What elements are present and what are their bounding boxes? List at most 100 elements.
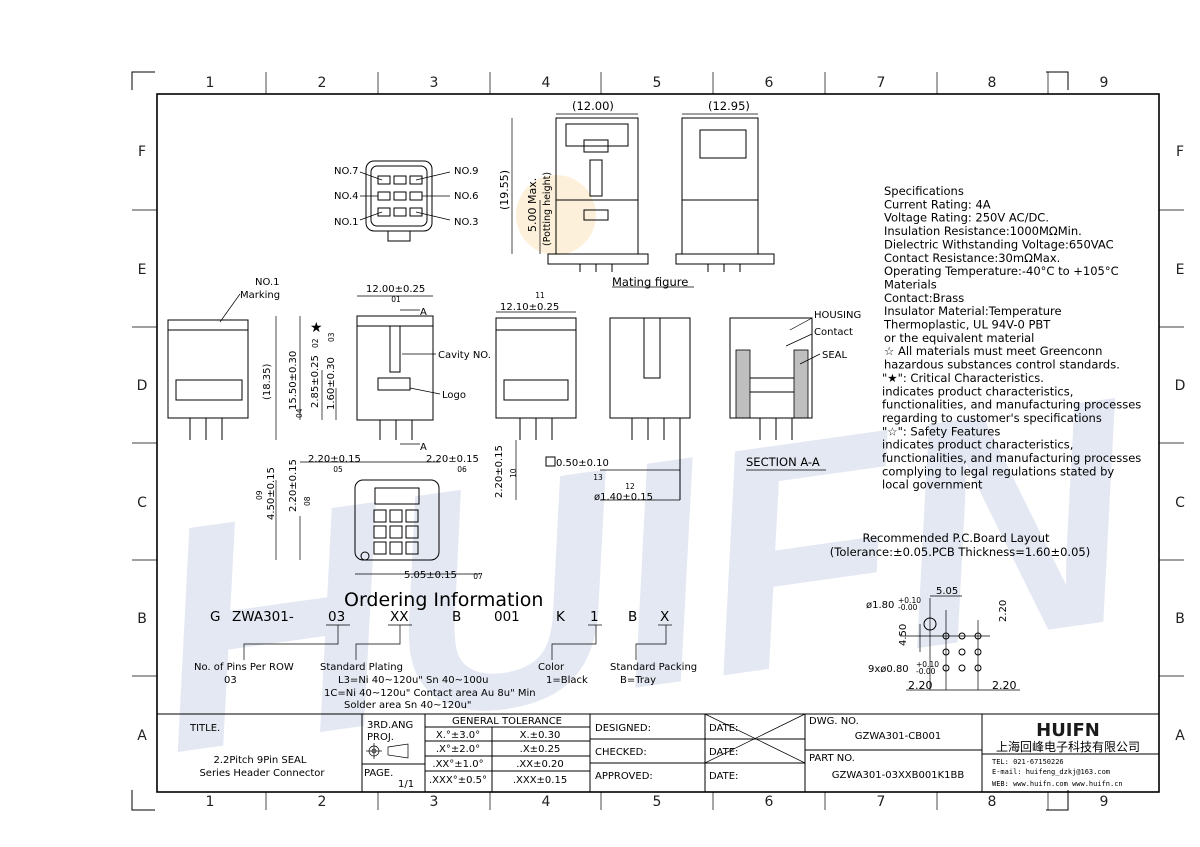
grid-ticks — [132, 72, 1184, 810]
spec-line: regarding to customer's specifications — [882, 411, 1102, 425]
pcb-tol: -0.00 — [898, 603, 918, 612]
pcb-dim-220-right: 2.20 — [998, 600, 1009, 622]
dim-ref: 01 — [391, 295, 401, 304]
pin-face-view — [359, 160, 451, 242]
spec-line: Current Rating: 4A — [884, 197, 991, 211]
pcb-title: Recommended P.C.Board Layout — [862, 531, 1050, 545]
mating-width-side: (12.95) — [708, 99, 750, 113]
pcb-dim-450: 4.50 — [898, 624, 909, 646]
dim-ref: 04 — [295, 408, 304, 418]
date-label: DATE: — [709, 771, 738, 782]
mating-potting-note: (Potting height) — [542, 172, 553, 246]
col-label: 9 — [1100, 75, 1109, 91]
spec-line: Voltage Rating: 250V AC/DC. — [884, 211, 1049, 225]
code-part: 001 — [494, 609, 520, 625]
bottom-view — [275, 440, 517, 575]
dim-ref: 09 — [255, 490, 264, 500]
pcb-tol: -0.00 — [916, 667, 936, 676]
spec-line: Insulation Resistance:1000MΩMin. — [884, 224, 1082, 238]
spec-line: Materials — [884, 277, 937, 291]
row-label: A — [1175, 728, 1185, 744]
dim-ref: 12 — [625, 482, 635, 491]
row-label: F — [138, 144, 146, 160]
color-value: 1=Black — [546, 675, 588, 686]
section-letter-top: A — [420, 307, 427, 318]
row-label: A — [137, 728, 147, 744]
pcb-dim-505: 5.05 — [936, 586, 958, 597]
pcb-dim-220-bl: 2.20 — [908, 679, 933, 692]
spec-line: "★": Critical Characteristics. — [882, 371, 1044, 385]
tol-cell: .X°±2.0° — [436, 744, 480, 755]
logo-label: Logo — [442, 390, 466, 401]
mating-figure-label: Mating figure — [612, 275, 688, 289]
pin-label-1: NO.1 — [334, 217, 359, 228]
tol-cell: X.°±3.0° — [436, 730, 480, 741]
col-label: 2 — [318, 75, 327, 91]
spec-line: Insulator Material:Temperature — [884, 304, 1062, 318]
dim-ref: 13 — [593, 473, 603, 482]
dim-ref: 11 — [535, 291, 545, 300]
dim-15-50: 15.50±0.30 — [288, 351, 299, 410]
pcb-tol: +0.10 — [898, 596, 921, 605]
spec-line: "☆": Safety Features — [882, 424, 1000, 438]
checked-label: CHECKED: — [595, 747, 647, 758]
spec-line: functionalities, and manufacturing proce… — [882, 451, 1141, 465]
tol-cell: .XX±0.20 — [516, 759, 564, 770]
col-label: 2 — [318, 794, 327, 810]
company-web: WEB: www.huifn.com www.huifn.cn — [992, 780, 1123, 788]
row-labels-right: F E D C B A — [1175, 144, 1186, 744]
pcb-tolerance: (Tolerance:±0.05.PCB Thickness=1.60±0.05… — [830, 545, 1090, 559]
col-label: 8 — [988, 75, 997, 91]
section-letter-bottom: A — [420, 442, 427, 453]
contact-label: Contact — [814, 327, 853, 338]
dim-2-85: 2.85±0.25 — [310, 355, 321, 408]
cavity-label: Cavity NO. — [438, 350, 491, 361]
code-part: XX — [390, 609, 409, 625]
pins-value: 03 — [224, 675, 237, 686]
col-label: 1 — [206, 75, 215, 91]
plating-l3: L3=Ni 40~120u" Sn 40~100u — [338, 675, 488, 686]
mating-width-front: (12.00) — [572, 99, 614, 113]
col-label: 7 — [877, 75, 886, 91]
code-part: ZWA301- — [232, 609, 294, 625]
company-tel: TEL: 021-67150226 — [992, 758, 1064, 766]
spec-line: Dielectric Withstanding Voltage:650VAC — [884, 237, 1114, 251]
approved-label: APPROVED: — [595, 771, 653, 782]
dim-505: 5.05±0.15 — [404, 570, 457, 581]
spec-line: functionalities, and manufacturing proce… — [882, 398, 1141, 412]
plating-1c: 1C=Ni 40~120u" Contact area Au 8u" Min — [324, 688, 536, 699]
date-label: DATE: — [709, 747, 738, 758]
tol-cell: .X±0.25 — [520, 744, 561, 755]
color-label: Color — [538, 662, 565, 673]
packing-label: Standard Packing — [610, 662, 697, 673]
dim-ref: 02 — [311, 338, 320, 348]
code-part: K — [556, 609, 566, 625]
tol-cell: .XXX°±0.5° — [429, 775, 487, 786]
title-label: TITLE. — [189, 723, 220, 734]
title-line1: 2.2Pitch 9Pin SEAL — [214, 755, 307, 766]
dim-ref: 03 — [327, 332, 336, 342]
col-label: 5 — [653, 794, 662, 810]
tol-cell: .XXX±0.15 — [513, 775, 567, 786]
row-labels-left: F E D C B A — [137, 144, 148, 744]
col-label: 3 — [430, 75, 439, 91]
spec-line: indicates product characteristics, — [882, 384, 1073, 398]
spec-line: or the equivalent material — [884, 331, 1034, 345]
col-label: 7 — [877, 794, 886, 810]
dim-ref: 08 — [303, 496, 312, 506]
dim-450: 4.50±0.15 — [266, 467, 277, 520]
dim-050: 0.50±0.10 — [556, 458, 609, 469]
ordering-leaders — [243, 624, 672, 660]
mating-figure — [511, 113, 775, 288]
column-labels-top: 1 2 3 4 5 6 7 8 9 — [206, 75, 1109, 91]
dim-front-height: (18.35) — [262, 363, 273, 400]
part-label: PART NO. — [809, 753, 855, 764]
dim-ref: 05 — [333, 465, 343, 474]
designed-label: DESIGNED: — [595, 723, 651, 734]
spec-line: Thermoplastic, UL 94V-0 PBT — [883, 318, 1051, 332]
tol-cell: X.±0.30 — [520, 730, 561, 741]
code-part: G — [210, 609, 220, 625]
dim-140: ø1.40±0.15 — [594, 492, 653, 503]
